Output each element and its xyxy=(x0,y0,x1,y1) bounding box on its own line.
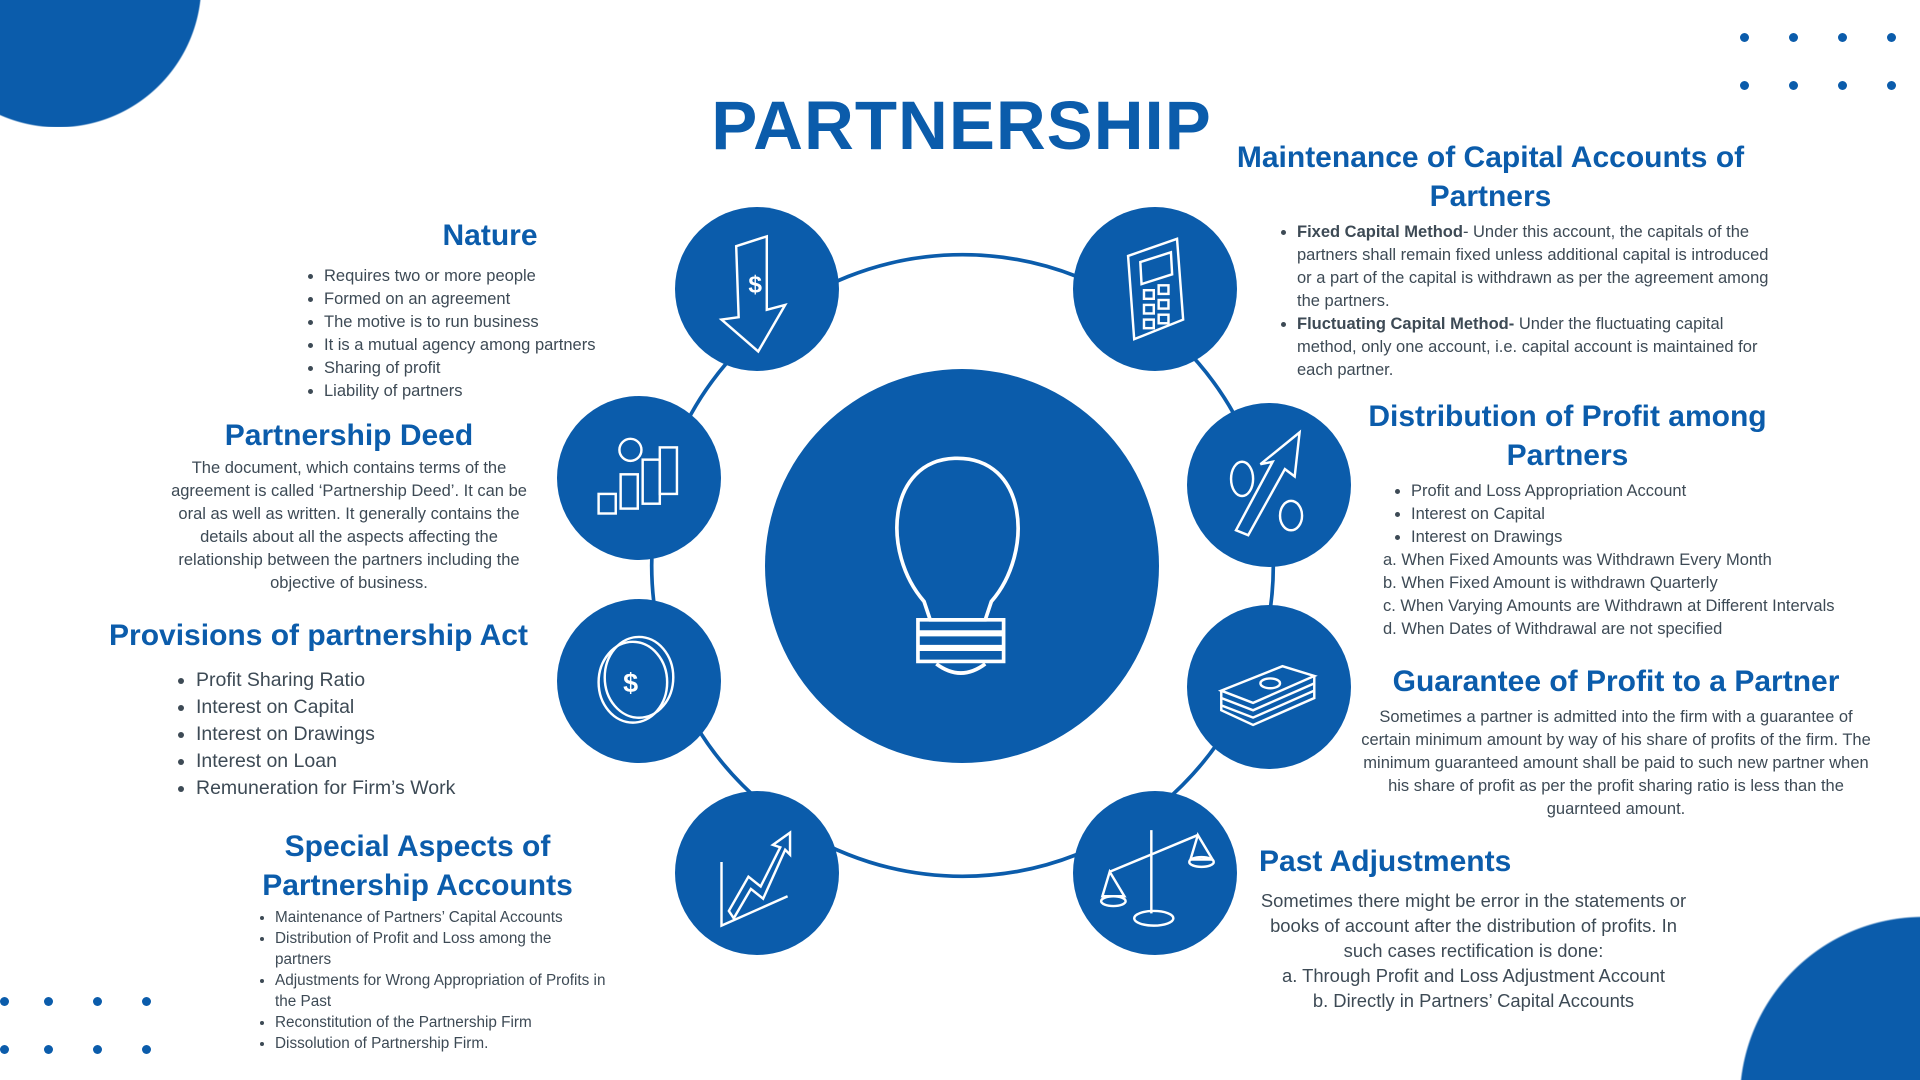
percent-up-arrow-icon xyxy=(1229,429,1304,537)
dot xyxy=(1789,81,1798,90)
list-item: Interest on Capital xyxy=(196,694,551,721)
corner-shape-bottom-right xyxy=(1739,916,1920,1080)
calculator-icon xyxy=(1126,237,1185,341)
dot xyxy=(93,997,102,1006)
sub-item: b. Directly in Partners’ Capital Account… xyxy=(1312,990,1635,1011)
item-text: Under the fluctuating capital method, on… xyxy=(1297,315,1758,379)
dot xyxy=(1887,33,1896,42)
dot xyxy=(93,1045,102,1054)
dot xyxy=(142,997,151,1006)
money-down-arrow-icon: $ xyxy=(718,234,788,354)
dot xyxy=(0,997,9,1006)
nature-heading: Nature xyxy=(442,219,538,252)
chart-up-icon-circle xyxy=(675,791,839,955)
list-item: Reconstitution of the Partnership Firm xyxy=(275,1012,606,1033)
dot xyxy=(1789,33,1798,42)
percent-arrow-icon-circle xyxy=(1187,403,1351,567)
balance-scale-icon xyxy=(1099,830,1215,927)
guarantee-heading: Guarantee of Profit to a Partner xyxy=(1392,665,1840,698)
dot xyxy=(142,1045,151,1054)
provisions-section: Provisions of partnership Act Profit Sha… xyxy=(86,616,551,802)
list-item: Dissolution of Partnership Firm. xyxy=(275,1033,606,1054)
corner-shape-top-left xyxy=(0,0,202,127)
list-item: It is a mutual agency among partners xyxy=(324,334,667,357)
list-item: Fixed Capital Method- Under this account… xyxy=(1297,221,1775,313)
sub-item: c. When Varying Amounts are Withdrawn at… xyxy=(1383,597,1835,615)
cash-stack-icon xyxy=(1217,664,1318,727)
provisions-heading: Provisions of partnership Act xyxy=(109,619,528,652)
special-section: Special Aspects of Partnership Accounts … xyxy=(251,827,606,1054)
guarantee-section: Guarantee of Profit to a Partner Sometim… xyxy=(1359,662,1873,821)
dot xyxy=(0,1045,9,1054)
item-bold-label: Fluctuating Capital Method- xyxy=(1297,315,1515,333)
lightbulb-circle xyxy=(765,369,1159,763)
maintenance-heading: Maintenance of Capital Accounts of Partn… xyxy=(1236,141,1745,213)
dot xyxy=(44,1045,53,1054)
list-item: Profit Sharing Ratio xyxy=(196,667,551,694)
item-bold-label: Fixed Capital Method xyxy=(1297,223,1463,241)
growth-bars-icon xyxy=(597,437,679,515)
deed-section: Partnership Deed The document, which con… xyxy=(159,416,539,595)
list-item: Sharing of profit xyxy=(324,357,667,380)
item-text: - Under this account, the capitals of th… xyxy=(1297,223,1769,310)
dot xyxy=(1838,33,1847,42)
deed-text: The document, which contains terms of th… xyxy=(171,459,527,592)
growth-bars-icon-circle xyxy=(557,396,721,560)
scales-icon-circle xyxy=(1073,791,1237,955)
cash-stack-icon-circle xyxy=(1187,605,1351,769)
lightbulb-icon xyxy=(895,456,1020,675)
dot xyxy=(1740,81,1749,90)
sub-item: d. When Dates of Withdrawal are not spec… xyxy=(1383,620,1723,638)
sub-item: a. When Fixed Amounts was Withdrawn Ever… xyxy=(1383,551,1772,569)
distribution-heading: Distribution of Profit among Partners xyxy=(1368,400,1767,472)
coin-icon-circle: $ xyxy=(557,599,721,763)
deed-heading: Partnership Deed xyxy=(224,419,474,452)
sub-item: b. When Fixed Amount is withdrawn Quarte… xyxy=(1383,574,1718,592)
list-item: Interest on Capital xyxy=(1411,503,1910,526)
list-item: Remuneration for Firm’s Work xyxy=(196,775,551,802)
past-heading: Past Adjustments xyxy=(1259,845,1512,878)
list-item: Maintenance of Partners’ Capital Account… xyxy=(275,907,606,928)
dot xyxy=(1838,81,1847,90)
past-text: Sometimes there might be error in the st… xyxy=(1260,890,1687,961)
list-item: Profit and Loss Appropriation Account xyxy=(1411,480,1910,503)
rising-chart-icon xyxy=(720,830,792,928)
calculator-icon-circle xyxy=(1073,207,1237,371)
nature-section: Nature Requires two or more people Forme… xyxy=(300,216,667,403)
dot xyxy=(1887,81,1896,90)
maintenance-section: Maintenance of Capital Accounts of Partn… xyxy=(1206,138,1775,382)
svg-text:$: $ xyxy=(748,272,762,299)
list-item: Interest on Drawings xyxy=(1411,526,1910,549)
svg-text:$: $ xyxy=(623,668,638,698)
guarantee-text: Sometimes a partner is admitted into the… xyxy=(1361,708,1871,818)
list-item: Distribution of Profit and Loss among th… xyxy=(275,928,606,970)
dot xyxy=(1740,33,1749,42)
distribution-section: Distribution of Profit among Partners Pr… xyxy=(1347,397,1910,641)
list-item: Liability of partners xyxy=(324,380,667,403)
dot xyxy=(44,997,53,1006)
list-item: Requires two or more people xyxy=(324,265,667,288)
list-item: Formed on an agreement xyxy=(324,288,667,311)
list-item: Interest on Drawings xyxy=(196,721,551,748)
list-item: The motive is to run business xyxy=(324,311,667,334)
money-down-icon-circle: $ xyxy=(675,207,839,371)
list-item: Fluctuating Capital Method- Under the fl… xyxy=(1297,313,1775,382)
dollar-coin-icon: $ xyxy=(597,635,675,724)
past-section: Past Adjustments Sometimes there might b… xyxy=(1259,842,1688,1013)
special-heading: Special Aspects of Partnership Accounts xyxy=(262,830,573,902)
sub-item: a. Through Profit and Loss Adjustment Ac… xyxy=(1281,965,1666,986)
page-title: PARTNERSHIP xyxy=(711,87,1212,164)
list-item: Adjustments for Wrong Appropriation of P… xyxy=(275,970,606,1012)
list-item: Interest on Loan xyxy=(196,748,551,775)
